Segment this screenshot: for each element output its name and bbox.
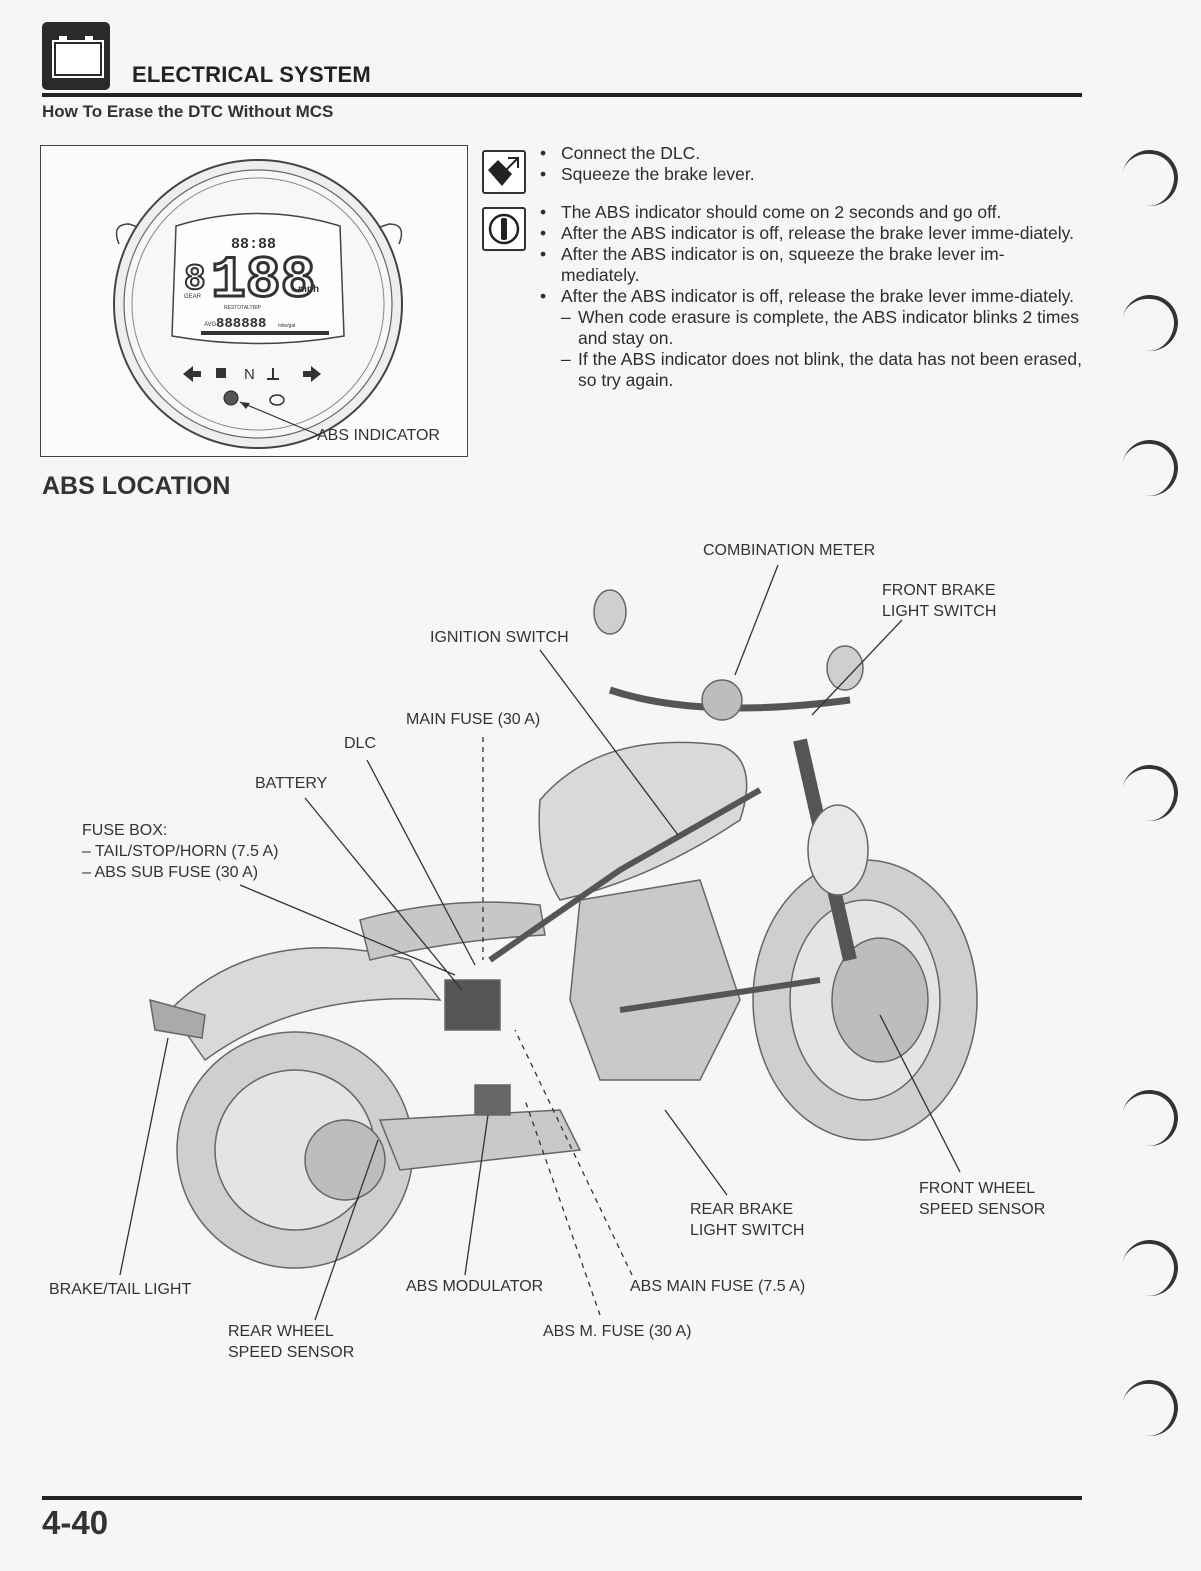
abs-indicator-callout: ABS INDICATOR — [317, 427, 440, 444]
list-item: After the ABS indicator is on, squeeze t… — [538, 244, 1083, 286]
label-front-wheel-sensor-line2: SPEED SENSOR — [919, 1201, 1046, 1218]
abs-indicator-icon — [223, 390, 239, 406]
speed-unit: mph — [298, 284, 319, 295]
fuel-bar — [201, 331, 329, 335]
label-fuse-box-line1: FUSE BOX: — [82, 822, 168, 839]
header-rule — [42, 93, 1082, 97]
label-abs-main-fuse: ABS MAIN FUSE (7.5 A) — [630, 1278, 806, 1295]
high-beam-icon — [216, 368, 226, 378]
speed-display: 188 — [211, 249, 315, 314]
trip-label: RESTOTALTRIP — [224, 305, 262, 311]
label-ignition-switch: IGNITION SWITCH — [430, 629, 569, 646]
label-front-wheel-sensor-line1: FRONT WHEEL — [919, 1180, 1036, 1197]
label-abs-m-fuse: ABS M. FUSE (30 A) — [543, 1323, 692, 1340]
abs-location-heading: ABS LOCATION — [42, 472, 231, 500]
footer-rule — [42, 1496, 1082, 1500]
setup-steps: Connect the DLC. Squeeze the brake lever… — [538, 143, 1083, 185]
label-battery: BATTERY — [255, 775, 328, 792]
combination-meter-drawing: 88:88 8 GEAR 188 mph RESTOTALTRIP AVG 88… — [113, 159, 403, 449]
left-turn-icon — [183, 366, 201, 382]
label-dlc: DLC — [344, 735, 377, 752]
motorcycle-illustration — [119, 564, 978, 1321]
list-item: After the ABS indicator is off, release … — [538, 286, 1083, 307]
odo-display: 888888 — [216, 316, 266, 332]
binder-hole — [1117, 290, 1183, 356]
list-item: The ABS indicator should come on 2 secon… — [538, 202, 1083, 223]
page-number: 4-40 — [42, 1504, 109, 1541]
clock-display: 88:88 — [231, 236, 276, 253]
battery-icon — [42, 22, 110, 90]
label-fuse-box-line2: – TAIL/STOP/HORN (7.5 A) — [82, 843, 279, 860]
binder-hole — [1117, 435, 1183, 501]
label-combination-meter: COMBINATION METER — [703, 542, 876, 559]
list-item: Squeeze the brake lever. — [538, 164, 1083, 185]
label-rear-brake-switch-line2: LIGHT SWITCH — [690, 1222, 805, 1239]
binder-hole — [1117, 145, 1183, 211]
label-front-brake-switch-line1: FRONT BRAKE — [882, 582, 996, 599]
label-main-fuse: MAIN FUSE (30 A) — [406, 711, 541, 728]
meter-figure: 88:88 8 GEAR 188 mph RESTOTALTRIP AVG 88… — [40, 145, 468, 457]
caution-icon — [482, 207, 526, 251]
label-rear-brake-switch-line1: REAR BRAKE — [690, 1201, 794, 1218]
erase-instructions: Connect the DLC. Squeeze the brake lever… — [538, 143, 1083, 391]
list-item: Connect the DLC. — [538, 143, 1083, 164]
procedure-steps: The ABS indicator should come on 2 secon… — [538, 202, 1083, 391]
engine-check-icon — [269, 394, 285, 406]
list-item: When code erasure is complete, the ABS i… — [538, 307, 1083, 349]
connector-tool-icon — [482, 150, 526, 194]
neutral-indicator: N — [244, 366, 255, 383]
odo-label: AVG — [204, 322, 217, 328]
list-item: After the ABS indicator is off, release … — [538, 223, 1083, 244]
section-title: ELECTRICAL SYSTEM — [132, 62, 371, 87]
odo-unit: mile/gal — [278, 323, 295, 329]
label-rear-wheel-sensor-line2: SPEED SENSOR — [228, 1344, 355, 1361]
gear-display: 8 — [184, 259, 206, 300]
label-rear-wheel-sensor-line1: REAR WHEEL — [228, 1323, 334, 1340]
subheading: How To Erase the DTC Without MCS — [42, 102, 334, 121]
label-front-brake-switch-line2: LIGHT SWITCH — [882, 603, 997, 620]
right-turn-icon — [303, 366, 321, 382]
gear-label: GEAR — [184, 294, 202, 300]
label-fuse-box-line3: – ABS SUB FUSE (30 A) — [82, 864, 259, 881]
label-abs-modulator: ABS MODULATOR — [406, 1278, 544, 1295]
label-brake-tail-light: BRAKE/TAIL LIGHT — [49, 1281, 192, 1298]
list-item: If the ABS indicator does not blink, the… — [538, 349, 1083, 391]
temp-icon — [267, 368, 279, 380]
